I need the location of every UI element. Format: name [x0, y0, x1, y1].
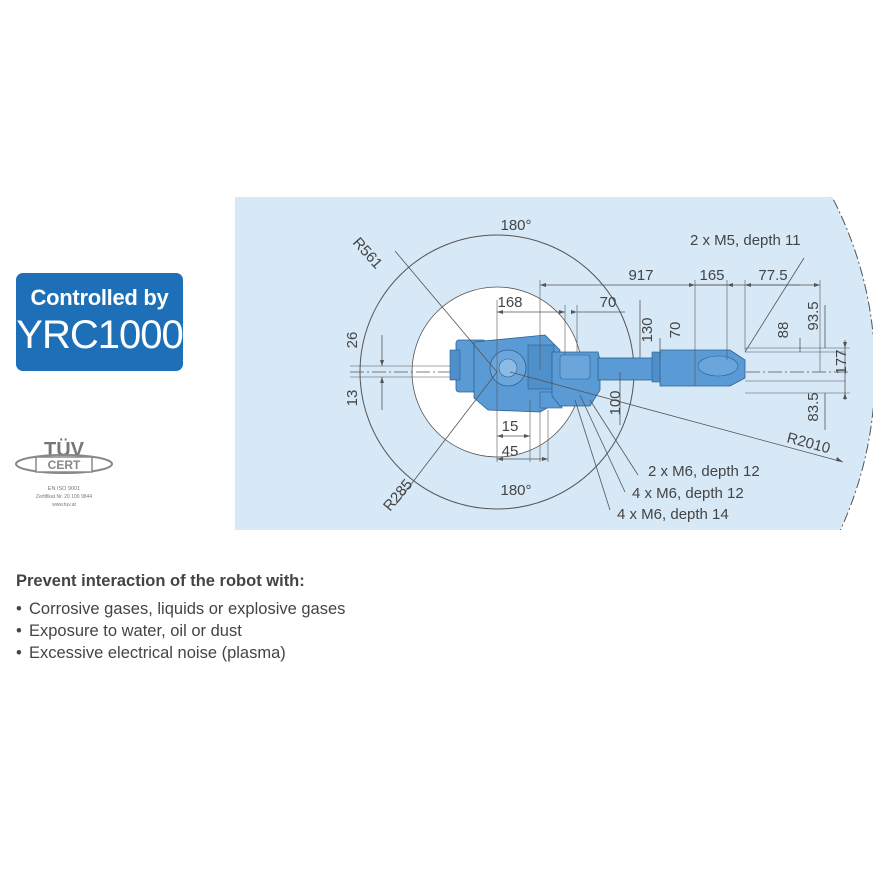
controller-badge: Controlled by YRC1000	[16, 273, 184, 371]
dim-70-top: 70	[600, 294, 617, 311]
list-item: •Excessive electrical noise (plasma)	[16, 644, 286, 662]
badge-line1: Controlled by	[30, 285, 169, 310]
dim-165: 165	[699, 267, 724, 284]
dim-168: 168	[497, 294, 522, 311]
note-item-1: Corrosive gases, liquids or explosive ga…	[29, 600, 346, 618]
dim-26: 26	[344, 332, 361, 349]
dim-88: 88	[775, 322, 792, 339]
dim-177: 177	[833, 349, 850, 374]
tuv-line2: Zertifikat Nr. 20 100 9844	[36, 494, 92, 500]
list-item: •Corrosive gases, liquids or explosive g…	[16, 600, 346, 618]
dim-13: 13	[344, 390, 361, 407]
tuv-cert-logo: TÜV CERT EN ISO 9001 Zertifikat Nr. 20 1…	[15, 438, 113, 508]
dim-45: 45	[502, 443, 519, 460]
dim-15: 15	[502, 418, 519, 435]
note-m6-depth14: 4 x M6, depth 14	[617, 506, 729, 523]
badge-line2: YRC1000	[16, 313, 183, 357]
dim-100: 100	[607, 390, 624, 415]
note-m6-depth12-b: 4 x M6, depth 12	[632, 485, 744, 502]
notes-heading: Prevent interaction of the robot with:	[16, 572, 305, 590]
usage-notes: Prevent interaction of the robot with: •…	[16, 572, 716, 664]
dim-93-5: 93.5	[805, 301, 822, 330]
note-item-2: Exposure to water, oil or dust	[29, 622, 242, 640]
tuv-line1: EN ISO 9001	[48, 486, 80, 492]
dim-917: 917	[628, 267, 653, 284]
note-item-3: Excessive electrical noise (plasma)	[29, 644, 286, 662]
angle-bottom-label: 180°	[500, 482, 531, 499]
dim-70-mid: 70	[667, 322, 684, 339]
dim-83-5: 83.5	[805, 392, 822, 421]
notes-list: •Corrosive gases, liquids or explosive g…	[16, 598, 716, 664]
tuv-brand-mid: CERT	[48, 458, 81, 472]
tuv-line3: www.tuv.at	[52, 502, 76, 508]
angle-top-label: 180°	[500, 217, 531, 234]
dim-77-5: 77.5	[758, 267, 787, 284]
list-item: •Exposure to water, oil or dust	[16, 622, 242, 640]
dim-130: 130	[639, 317, 656, 342]
note-m6-depth12-a: 2 x M6, depth 12	[648, 463, 760, 480]
note-m5-depth11: 2 x M5, depth 11	[690, 232, 801, 249]
robot-top-view	[449, 334, 746, 413]
